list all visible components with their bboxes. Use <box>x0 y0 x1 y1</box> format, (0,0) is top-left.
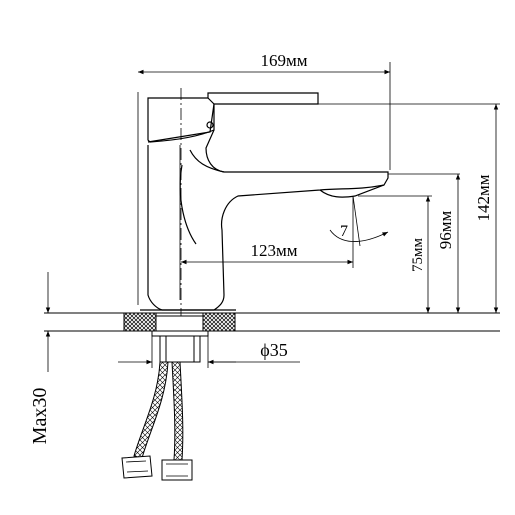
mounting-shank <box>151 315 209 363</box>
left-knurled-nut <box>123 312 157 332</box>
dim-label-123: 123мм <box>250 241 297 260</box>
right-hose-fitting <box>161 459 193 481</box>
handle-base <box>147 97 215 143</box>
dim-label-169: 169мм <box>260 51 307 70</box>
right-hose <box>171 361 184 461</box>
left-hose-fitting <box>121 455 153 479</box>
handle-screw <box>206 121 214 129</box>
dim-label-142: 142мм <box>474 174 493 221</box>
dim-label-angle: 7 <box>340 223 348 240</box>
right-knurled-nut <box>202 312 236 332</box>
dim-diameter <box>118 336 300 368</box>
flex-hoses <box>121 361 193 481</box>
dim-extension-lines <box>318 103 500 197</box>
body-column <box>147 129 389 311</box>
spout-outlet <box>319 184 385 198</box>
dim-label-max30: Max30 <box>29 388 51 445</box>
dim-spout-reach <box>181 196 354 268</box>
dim-label-diameter: ϕ35 <box>260 340 287 360</box>
countertop <box>44 312 500 332</box>
handle <box>147 92 319 143</box>
body-inner-curve <box>179 149 225 245</box>
faucet-body <box>140 92 389 311</box>
left-hose <box>133 361 169 459</box>
dim-label-96: 96мм <box>436 211 455 250</box>
dim-label-75: 75мм <box>410 238 426 272</box>
dim-overall-length <box>137 62 391 305</box>
dim-angle <box>329 195 389 247</box>
